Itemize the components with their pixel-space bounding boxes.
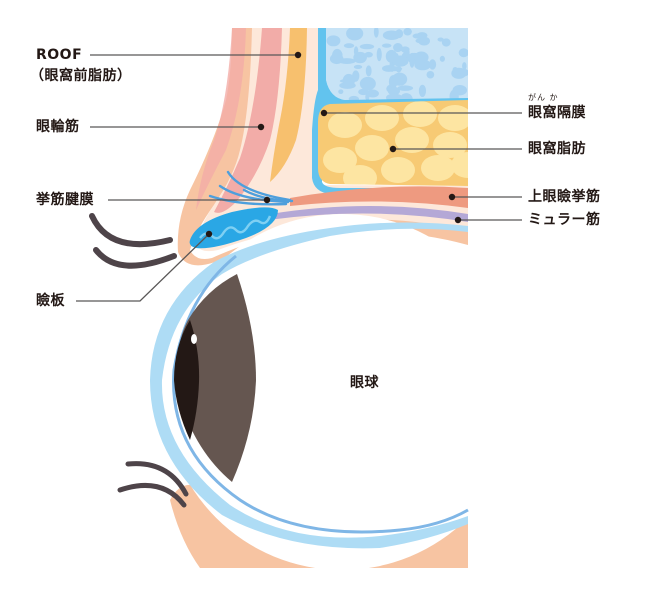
label-tarsus: 瞼板 <box>36 293 65 309</box>
bone-spot <box>412 33 423 39</box>
bone-spot <box>441 38 451 47</box>
muller-muscle <box>268 206 468 222</box>
fat-cell <box>328 112 362 138</box>
bone-spot <box>409 53 415 68</box>
fat-cell <box>421 155 455 181</box>
bone-spot <box>376 47 382 62</box>
orbicularis-inner <box>196 28 246 210</box>
orbital-bone <box>325 28 468 100</box>
bone-spot <box>415 37 429 44</box>
lower-eyelashes <box>117 461 189 508</box>
fat-cell <box>395 127 429 153</box>
fat-cell <box>451 152 468 178</box>
bone-spot <box>351 30 357 35</box>
bone-spot <box>338 89 344 95</box>
bone-spot <box>392 55 409 67</box>
bone-spot <box>326 35 341 47</box>
iris <box>177 274 256 482</box>
bone-spot <box>418 84 427 98</box>
label-orbicularis: 眼輪筋 <box>36 119 80 135</box>
pupil <box>174 320 200 440</box>
label-septum-ruby: がん か <box>528 93 559 102</box>
bone-spot <box>373 28 379 38</box>
label-eyeball: 眼球 <box>350 375 379 391</box>
bone-spot <box>366 89 379 98</box>
leader-dots <box>205 51 462 238</box>
bone-spot <box>387 86 400 96</box>
label-aponeurosis: 挙筋腱膜 <box>36 192 94 208</box>
bone-spot <box>397 85 414 91</box>
fat-cell <box>403 101 437 127</box>
bone-spot <box>359 43 375 50</box>
bone-spot <box>462 62 467 70</box>
bone-spot <box>364 51 373 58</box>
bone-spot <box>348 95 359 100</box>
bone-spot <box>458 48 468 58</box>
orbicularis-muscle <box>214 28 282 213</box>
bone-spot <box>437 37 444 42</box>
bone-spot <box>359 76 376 91</box>
fat-cell <box>355 135 389 161</box>
label-roof: ROOF <box>36 47 83 63</box>
bone-spot <box>381 43 392 48</box>
fat-cell <box>381 157 415 183</box>
roof-fat <box>270 28 307 182</box>
label-septum: 眼窩隔膜 <box>528 105 586 121</box>
fat-cell <box>323 147 357 173</box>
bone-spot <box>426 70 435 79</box>
bone-spot <box>428 59 437 70</box>
bone-spot <box>414 51 429 64</box>
bone-spot <box>400 46 410 53</box>
bone-spot <box>460 68 468 77</box>
label-roof-sub: （眼窩前脂肪） <box>30 68 132 84</box>
bone-spot <box>439 55 445 62</box>
bone-spot <box>365 65 372 77</box>
bone-spot <box>393 42 403 53</box>
fat-cell <box>433 132 467 158</box>
fat-cell <box>438 105 468 131</box>
eyeball <box>164 214 520 570</box>
bone-spot <box>392 72 408 86</box>
bone-spot <box>331 48 343 63</box>
levator-muscle <box>290 186 468 208</box>
bone-spot <box>353 64 363 70</box>
bone-spot <box>353 46 359 57</box>
leader-lines <box>76 54 522 302</box>
upper-eyelashes <box>89 213 177 269</box>
bone-spot <box>342 73 355 88</box>
label-orbital-fat: 眼窩脂肪 <box>528 141 586 157</box>
eye-highlight <box>191 334 197 344</box>
fat-cell <box>365 105 399 131</box>
bone-spot <box>382 30 401 41</box>
meibomian-gland <box>199 215 272 240</box>
label-levator: 上眼瞼挙筋 <box>528 189 601 205</box>
bone-spot <box>343 43 355 49</box>
label-muller: ミュラー筋 <box>528 212 601 228</box>
bone-spot <box>385 66 403 72</box>
bone-spot <box>403 28 412 36</box>
